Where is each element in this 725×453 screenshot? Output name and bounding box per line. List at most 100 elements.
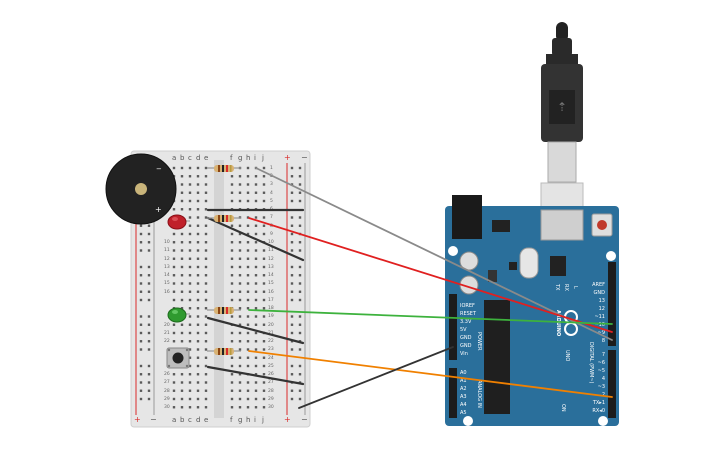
breadboard-hole (254, 348, 258, 351)
breadboard-hole (204, 183, 208, 186)
breadboard-hole (196, 298, 200, 302)
digital-header-label: DIGITAL (PWM~) (588, 342, 594, 384)
row-number: 20 (268, 322, 274, 328)
breadboard-hole (254, 191, 258, 194)
breadboard-hole (196, 175, 200, 178)
breadboard-hole (230, 315, 234, 318)
row-numbers: 1 2 3 4 5 6 7 8 9 10 11 12 13 14 15 16 1… (268, 165, 274, 410)
rail-hole (290, 389, 294, 392)
usb-port (540, 209, 584, 241)
rail-hole (147, 364, 151, 368)
breadboard-hole (230, 282, 234, 285)
row-number: 25 (268, 363, 274, 369)
rail-hole (290, 199, 294, 203)
breadboard-hole (188, 175, 192, 178)
breadboard-hole (172, 249, 176, 252)
breadboard-hole (180, 397, 184, 401)
breadboard-hole (180, 331, 184, 335)
rail-hole (147, 381, 151, 384)
power-header (449, 294, 457, 360)
barrel-jack (452, 195, 482, 239)
breadboard-hole (246, 232, 250, 236)
breadboard-hole (180, 208, 184, 211)
rail-hole (290, 232, 294, 236)
breadboard-hole (196, 282, 200, 285)
arduino-logo-text: ARDUINO (555, 310, 561, 336)
rail-hole (139, 389, 143, 392)
col-label-f: f (230, 154, 233, 162)
pin-label-7: 7 (602, 352, 605, 358)
rail-hole (290, 241, 294, 244)
breadboard-hole (254, 257, 258, 260)
rail-hole (139, 232, 143, 236)
pin-label-vin: Vin (460, 351, 468, 357)
breadboard-jumpers (206, 208, 305, 386)
col-label-j: j (261, 154, 264, 162)
breadboard-hole (188, 232, 192, 236)
breadboard-hole (204, 166, 208, 170)
breadboard-hole (246, 241, 250, 244)
rail-hole (147, 373, 151, 376)
rail-hole (290, 315, 294, 318)
col-label-e-bottom: e (204, 416, 208, 424)
breadboard-hole (188, 290, 192, 293)
breadboard-hole (238, 356, 242, 359)
row-number-left: 26 (164, 371, 170, 377)
col-label-d: d (196, 154, 200, 162)
breadboard-hole (196, 216, 200, 219)
breadboard-hole (196, 241, 200, 244)
breadboard-hole (238, 389, 242, 392)
breadboard-hole (204, 265, 208, 269)
pin-label-2: 2 (602, 392, 605, 398)
breadboard-hole (180, 274, 184, 277)
breadboard-hole (196, 232, 200, 236)
breadboard-hole (188, 331, 192, 335)
breadboard-hole (262, 315, 266, 318)
breadboard-hole (238, 331, 242, 335)
breadboard-hole (204, 216, 208, 219)
row-number: 7 (270, 214, 273, 220)
breadboard-hole (254, 389, 258, 392)
breadboard-hole (196, 307, 200, 310)
l-label: L (572, 286, 578, 289)
col-label-e: e (204, 154, 208, 162)
rail-hole (147, 389, 151, 392)
breadboard-hole (188, 216, 192, 219)
arduino-model: UNO (564, 350, 570, 361)
breadboard-hole (254, 323, 258, 326)
breadboard-hole (204, 389, 208, 392)
breadboard-hole (230, 340, 234, 343)
breadboard-hole (204, 224, 208, 227)
breadboard-hole (262, 381, 266, 384)
rail-hole (298, 274, 302, 277)
breadboard-hole (204, 381, 208, 384)
row-number: 11 (268, 247, 274, 253)
breadboard-hole (204, 315, 208, 318)
pin-label-gnd1: GND (460, 335, 472, 341)
breadboard-hole (238, 340, 242, 343)
breadboard-hole (238, 183, 242, 186)
breadboard-hole (254, 364, 258, 368)
breadboard-hole (204, 373, 208, 376)
wire-black-gnd (298, 346, 454, 409)
breadboard-hole (230, 257, 234, 260)
col-label-b: b (180, 154, 185, 162)
breadboard-hole (204, 298, 208, 302)
breadboard-hole (246, 406, 250, 409)
breadboard-hole (238, 241, 242, 244)
breadboard-hole (180, 199, 184, 203)
resistors (207, 165, 241, 355)
atmega-chip (484, 300, 510, 414)
rail-hole (290, 191, 294, 194)
breadboard-hole (246, 166, 250, 170)
breadboard-hole (196, 191, 200, 194)
analog-header (449, 368, 457, 418)
rail-hole (298, 175, 302, 178)
breadboard-hole (254, 175, 258, 178)
breadboard-hole (196, 389, 200, 392)
breadboard-hole (204, 282, 208, 285)
rail-hole (139, 282, 143, 285)
rail-hole (147, 331, 151, 335)
breadboard-hole (172, 290, 176, 293)
rail-hole (298, 389, 302, 392)
